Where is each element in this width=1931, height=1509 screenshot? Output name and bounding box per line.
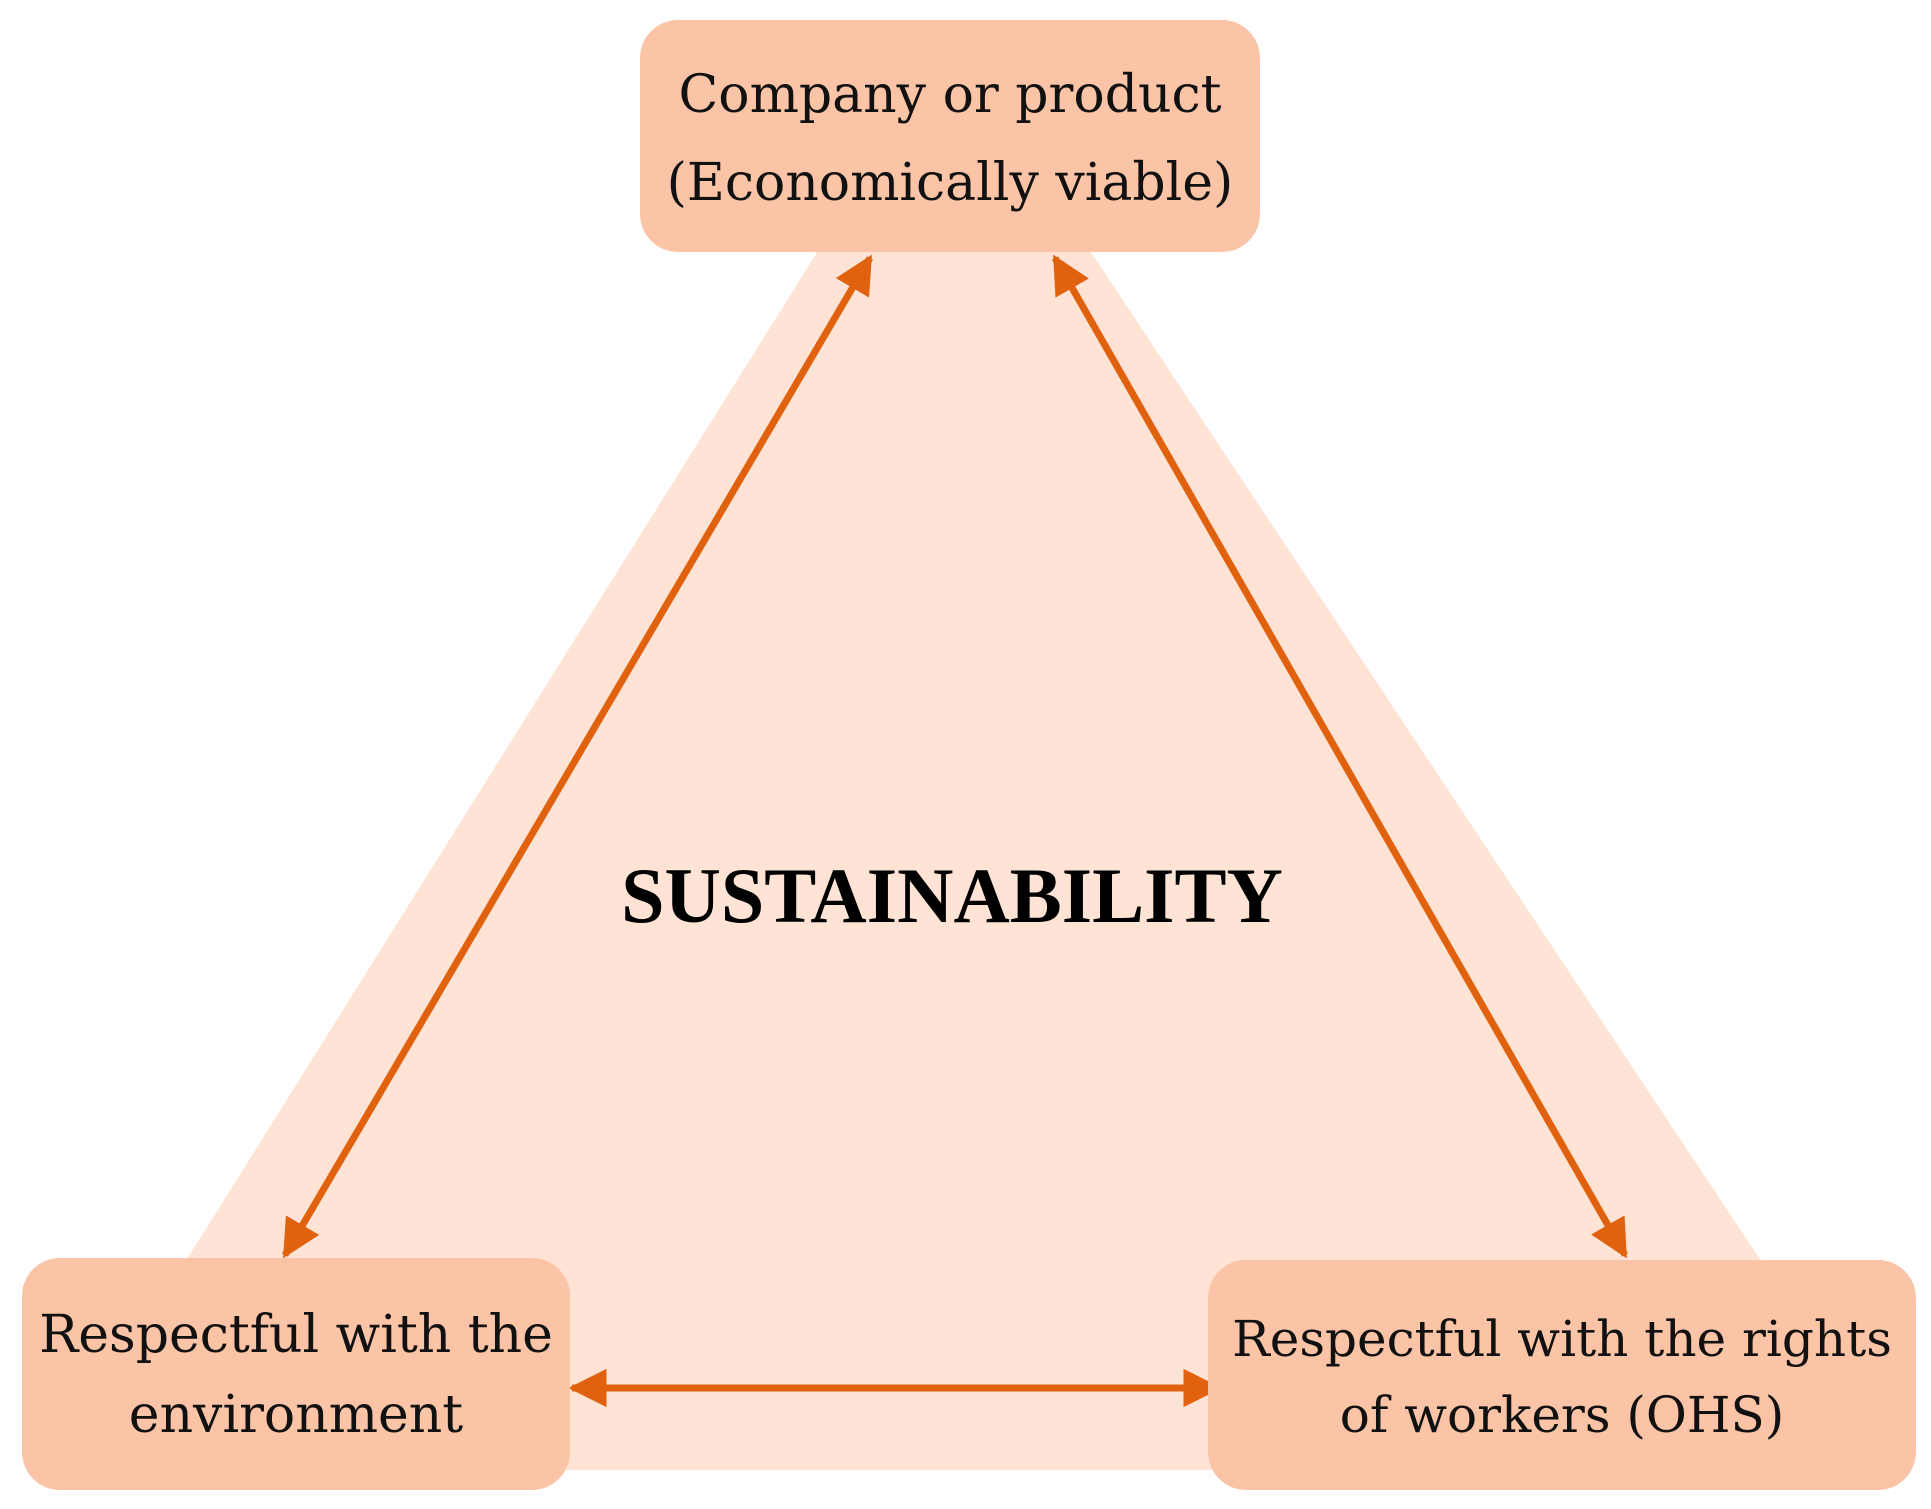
node-line-1: Company or product xyxy=(678,65,1221,125)
center-label-sustainability: SUSTAINABILITY xyxy=(621,852,1283,939)
node-box xyxy=(1208,1260,1916,1490)
node-line-2: of workers (OHS) xyxy=(1340,1386,1785,1444)
node-environment: Respectful with the environment xyxy=(22,1258,570,1490)
node-company-or-product: Company or product (Economically viable) xyxy=(640,20,1260,252)
node-line-1: Respectful with the rights xyxy=(1232,1310,1892,1368)
arrow-top-right xyxy=(1051,254,1629,1259)
node-box xyxy=(22,1258,570,1490)
arrow-top-left xyxy=(281,254,874,1259)
node-workers-rights: Respectful with the rights of workers (O… xyxy=(1208,1260,1916,1490)
node-box xyxy=(640,20,1260,252)
node-line-2: (Economically viable) xyxy=(667,153,1234,213)
node-line-1: Respectful with the xyxy=(39,1305,553,1365)
node-line-2: environment xyxy=(129,1385,463,1445)
